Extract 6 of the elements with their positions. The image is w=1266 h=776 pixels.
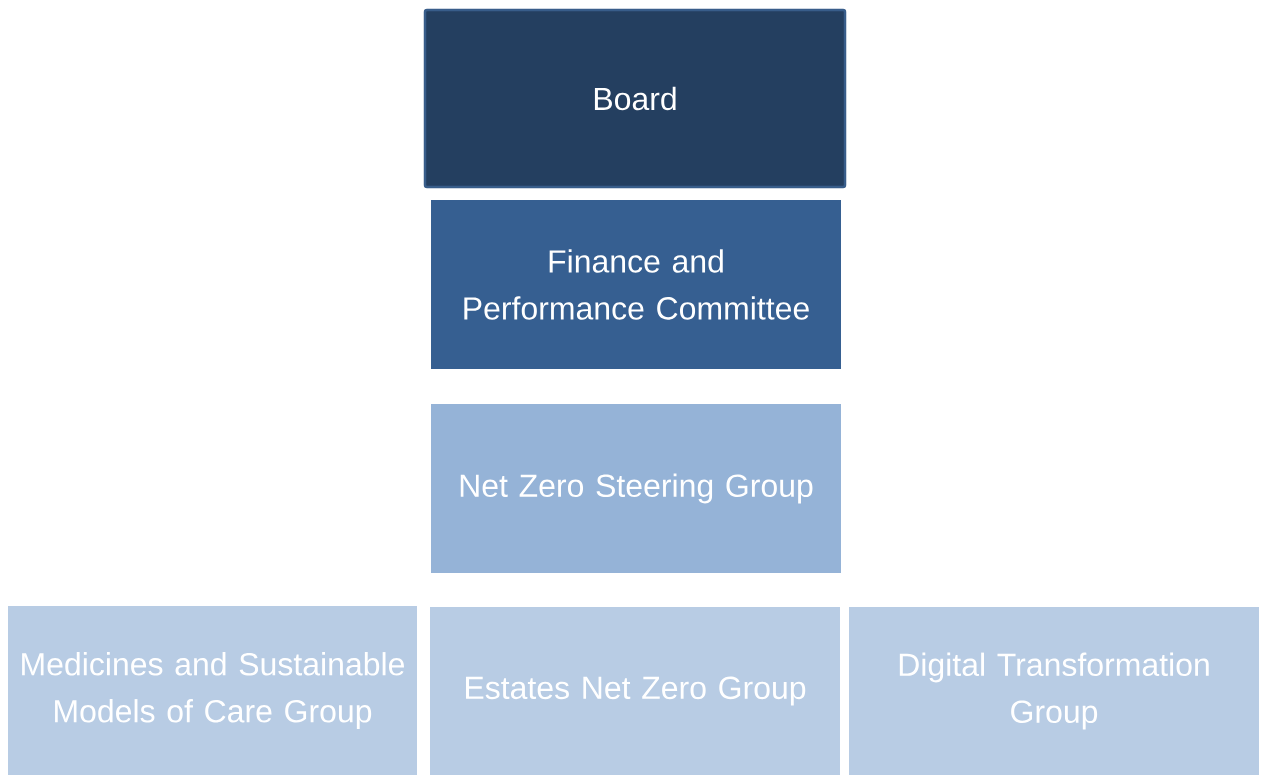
group-box: Net Zero Steering Group	[431, 404, 841, 573]
group-box: Digital Transformation Group	[849, 607, 1259, 775]
group-box: Estates Net Zero Group	[430, 607, 840, 775]
group-box: Medicines and Sustainable Models of Care Group	[8, 606, 417, 775]
board-box: Board	[423, 8, 847, 189]
group-box: Finance and Performance Committee	[431, 200, 841, 369]
